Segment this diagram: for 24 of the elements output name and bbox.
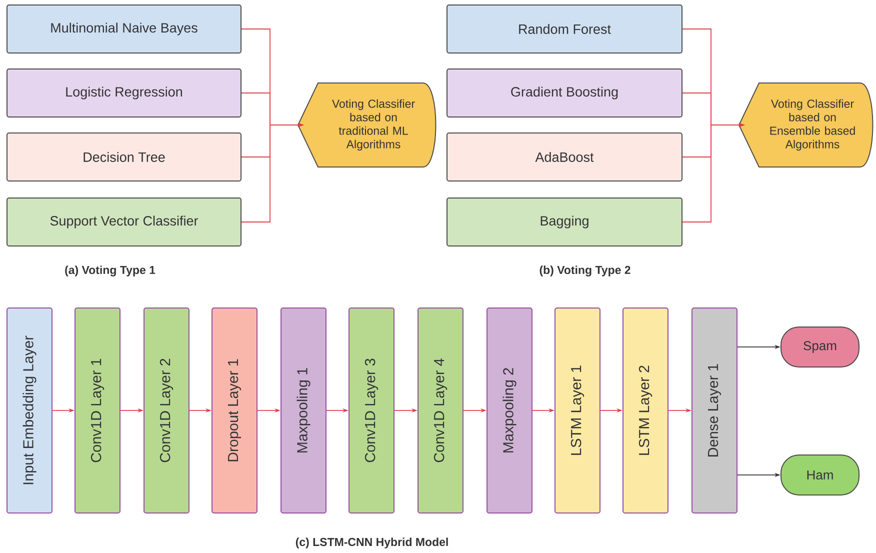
caption: (b) Voting Type 2 xyxy=(540,266,630,276)
model-box: Gradient Boosting xyxy=(446,68,682,118)
model-box: Decision Tree xyxy=(6,132,242,182)
model-box: AdaBoost xyxy=(446,132,682,182)
model-box: Bagging xyxy=(446,197,682,246)
model-box: Random Forest xyxy=(446,4,682,54)
model-box: Support Vector Classifier xyxy=(6,197,242,246)
layer-box: Conv1D Layer 3 xyxy=(348,308,394,514)
layer-box: Conv1D Layer 4 xyxy=(418,308,464,514)
layer-box: Maxpooling 2 xyxy=(486,308,532,514)
model-box: Multinomial Naive Bayes xyxy=(6,4,242,54)
layer-box: Conv1D Layer 2 xyxy=(144,308,190,514)
layer-box: LSTM Layer 2 xyxy=(622,308,668,514)
caption: (a) Voting Type 1 xyxy=(65,266,156,276)
layer-box: Dropout Layer 1 xyxy=(212,308,258,514)
model-box: Logistic Regression xyxy=(6,68,242,118)
output-pill: Ham xyxy=(780,454,860,496)
caption: (c) LSTM-CNN Hybrid Model xyxy=(296,538,448,548)
layer-box: Conv1D Layer 1 xyxy=(74,308,120,514)
layer-box: Maxpooling 1 xyxy=(280,308,326,514)
layer-box: Input Embedding Layer xyxy=(6,308,52,514)
output-pill: Spam xyxy=(780,326,860,368)
layer-box: LSTM Layer 1 xyxy=(554,308,600,514)
layer-box: Dense Layer 1 xyxy=(692,308,738,514)
